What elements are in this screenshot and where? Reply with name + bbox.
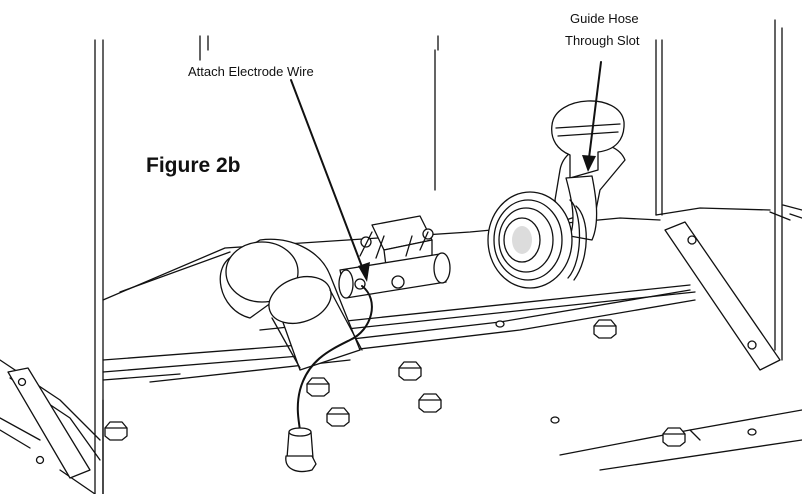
electrode-leader-line	[290, 79, 365, 273]
figure-label: Figure 2b	[146, 154, 241, 177]
hex-nut	[398, 361, 422, 381]
hex-nut	[662, 427, 686, 447]
electrode-assembly	[338, 215, 451, 299]
leader-lines	[290, 61, 602, 282]
hex-nut	[326, 407, 350, 427]
burner-tube	[219, 238, 363, 371]
hex-nut	[593, 319, 617, 339]
right-bracket	[664, 221, 781, 371]
base-plate	[0, 221, 802, 494]
hex-nut	[104, 421, 128, 441]
hex-nut	[418, 393, 442, 413]
hex-nut	[306, 377, 330, 397]
callout-guide-hose-line2: Through Slot	[565, 33, 640, 48]
hose-arrowhead	[582, 155, 596, 172]
electrode-wire	[285, 285, 373, 473]
callout-guide-hose-line1: Guide Hose	[570, 11, 639, 26]
hex-nuts	[104, 319, 686, 447]
cabinet-walls	[94, 19, 802, 494]
callout-attach-electrode-wire: Attach Electrode Wire	[188, 64, 314, 79]
electrode-arrowhead	[358, 262, 370, 282]
hose-leader-line	[588, 61, 602, 159]
hose-fitting	[487, 100, 626, 289]
left-bracket	[7, 367, 91, 479]
